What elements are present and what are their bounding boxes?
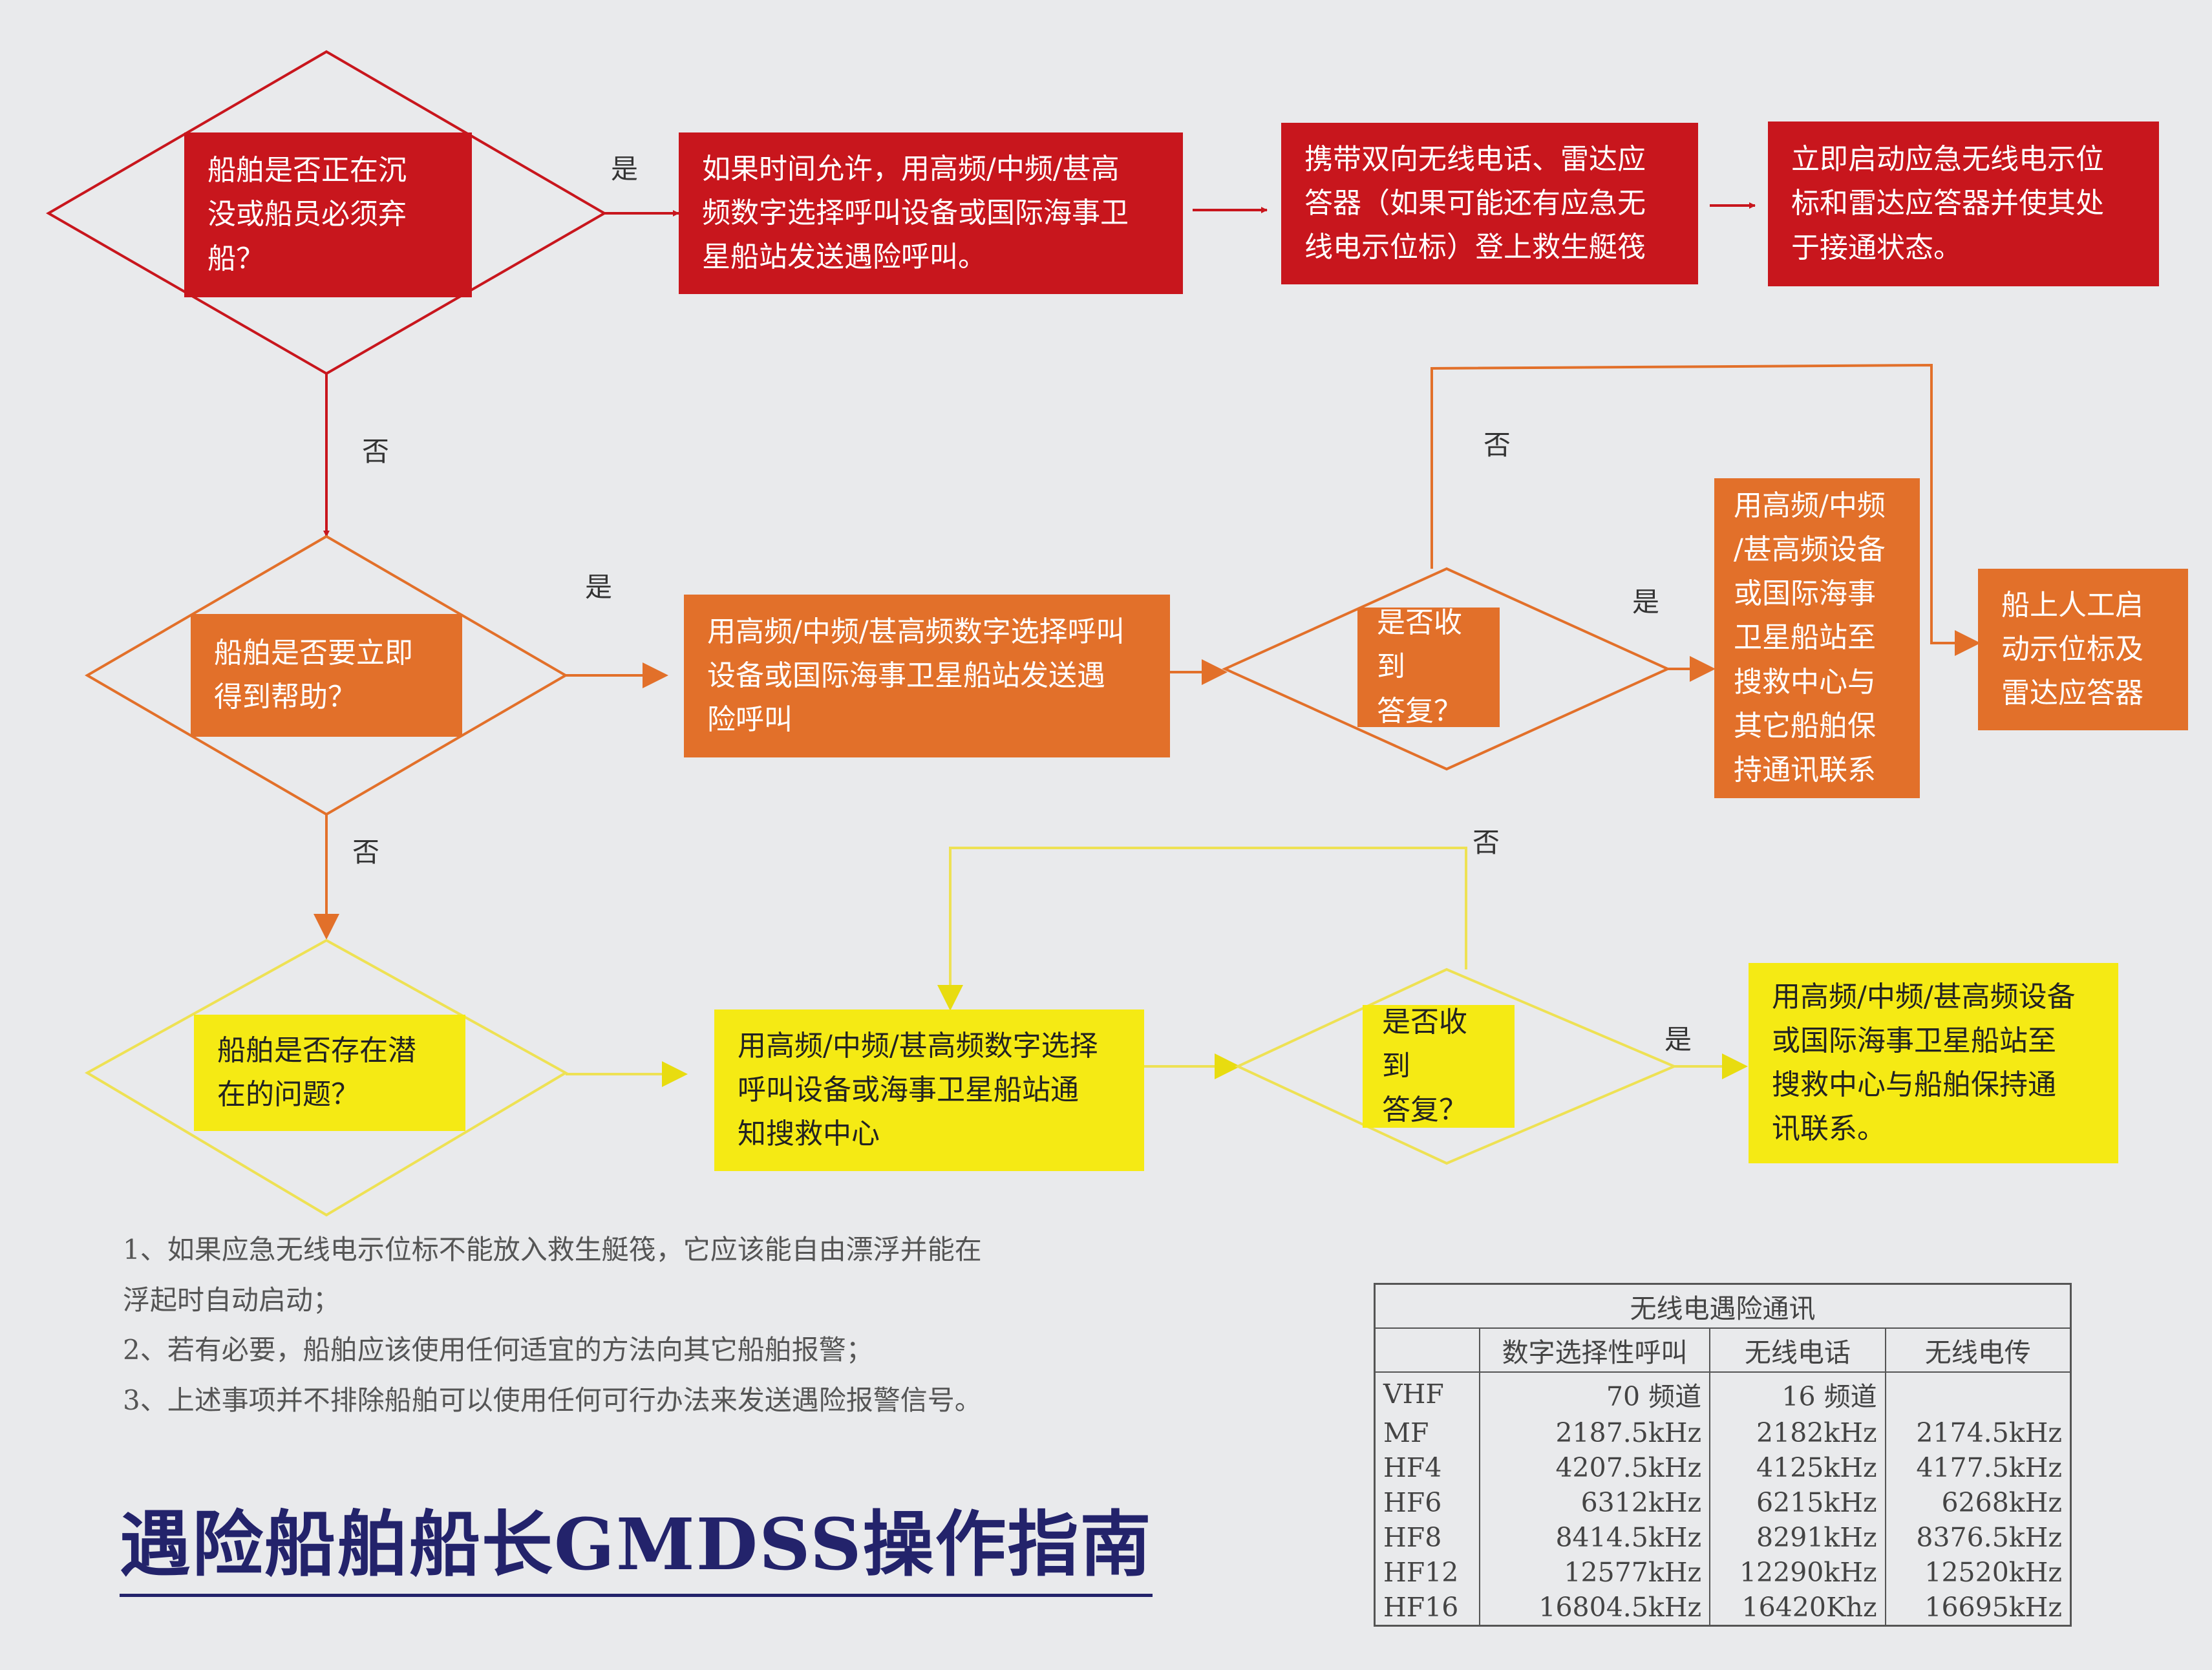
table-cell: 4125kHz bbox=[1710, 1450, 1886, 1485]
row1-no-label: 否 bbox=[362, 436, 390, 467]
step-text-row2-distress-call: 用高频/中频/甚高频数字选择呼叫 设备或国际海事卫星船站发送遇 险呼叫 bbox=[707, 615, 1125, 737]
reply-box-row3: 是否收到 答复？ bbox=[1363, 1005, 1515, 1128]
table-cell: 16 频道 bbox=[1710, 1372, 1886, 1415]
decision-box-help: 船舶是否要立即 得到帮助？ bbox=[191, 614, 462, 737]
table-cell: 6215kHz bbox=[1710, 1485, 1886, 1520]
step-box-board-liferaft: 携带双向无线电话、雷达应 答器（如果可能还有应急无 线电示位标）登上救生艇筏 bbox=[1281, 123, 1698, 284]
table-caption: 无线电遇险通讯 bbox=[1374, 1284, 2071, 1329]
table-cell: HF8 bbox=[1374, 1520, 1481, 1555]
table-row: HF8 8414.5kHz 8291kHz 8376.5kHz bbox=[1374, 1520, 2071, 1555]
table-cell: 70 频道 bbox=[1480, 1372, 1711, 1415]
step-text-board-liferaft: 携带双向无线电话、雷达应 答器（如果可能还有应急无 线电示位标）登上救生艇筏 bbox=[1304, 142, 1646, 264]
row2-reply-no-label: 否 bbox=[1484, 429, 1511, 461]
step-text-row3-maintain-comms: 用高频/中频/甚高频设备 或国际海事卫星船站至 搜救中心与船舶保持通 讯联系。 bbox=[1772, 980, 2076, 1146]
table-cell: 12290kHz bbox=[1710, 1555, 1886, 1590]
table-cell: 12520kHz bbox=[1924, 1557, 2062, 1588]
table-cell: MF bbox=[1374, 1415, 1481, 1450]
step-box-row2-maintain-comms: 用高频/中频 /甚高频设备 或国际海事 卫星船站至 搜救中心与 其它船舶保 持通… bbox=[1714, 478, 1920, 798]
table-cell: 12577kHz bbox=[1480, 1555, 1711, 1590]
table-row: HF4 4207.5kHz 4125kHz 4177.5kHz bbox=[1374, 1450, 2071, 1485]
table-cell: 8376.5kHz bbox=[1916, 1522, 2062, 1553]
page-title: 遇险船舶船长GMDSS操作指南 bbox=[120, 1486, 1153, 1597]
table-cell: 16804.5kHz bbox=[1480, 1590, 1711, 1626]
table-row: HF12 12577kHz 12290kHz 12520kHz bbox=[1374, 1555, 2071, 1590]
table-cell: 6312kHz bbox=[1480, 1485, 1711, 1520]
step-box-manual-activate: 船上人工启 动示位标及 雷达应答器 bbox=[1978, 569, 2188, 730]
step-box-activate-epirb: 立即启动应急无线电示位 标和雷达应答器并使其处 于接通状态。 bbox=[1768, 122, 2159, 286]
table-header-band bbox=[1374, 1328, 1481, 1373]
step-box-row3-maintain-comms: 用高频/中频/甚高频设备 或国际海事卫星船站至 搜救中心与船舶保持通 讯联系。 bbox=[1749, 963, 2118, 1163]
decision-diamond-reply-row3 bbox=[1235, 967, 1678, 1165]
step-text-manual-activate: 船上人工启 动示位标及 雷达应答器 bbox=[2001, 588, 2143, 710]
table-caption-row: 无线电遇险通讯 bbox=[1374, 1284, 2071, 1329]
step-text-row2-maintain-comms: 用高频/中频 /甚高频设备 或国际海事 卫星船站至 搜救中心与 其它船舶保 持通… bbox=[1734, 489, 1886, 787]
decision-diamond-potential bbox=[84, 938, 569, 1217]
decision-box-sinking: 船舶是否正在沉 没或船员必须弃 船？ bbox=[184, 132, 472, 297]
row1-yes-label: 是 bbox=[611, 153, 639, 185]
decision-box-potential: 船舶是否存在潜 在的问题？ bbox=[194, 1015, 465, 1131]
table-cell: 2182kHz bbox=[1710, 1415, 1886, 1450]
notes-list: 1、如果应急无线电示位标不能放入救生艇筏，它应该能自由漂浮并能在 浮起时自动启动… bbox=[123, 1225, 982, 1426]
table-cell: HF12 bbox=[1374, 1555, 1481, 1590]
row3-reply-yes-label: 是 bbox=[1664, 1024, 1692, 1055]
table-row: HF6 6312kHz 6215kHz 6268kHz bbox=[1374, 1485, 2071, 1520]
step-box-row2-distress-call: 用高频/中频/甚高频数字选择呼叫 设备或国际海事卫星船站发送遇 险呼叫 bbox=[684, 595, 1170, 757]
table-cell bbox=[1886, 1372, 2071, 1415]
arrow-row2-reply-no bbox=[1430, 363, 1981, 656]
row2-reply-yes-label: 是 bbox=[1632, 586, 1660, 618]
table-row: MF 2187.5kHz 2182kHz 2174.5kHz bbox=[1374, 1415, 2071, 1450]
arrow-row3-reply-no bbox=[937, 847, 1467, 1011]
table-cell: HF16 bbox=[1374, 1590, 1481, 1626]
step-box-distress-call: 如果时间允许，用高频/中频/甚高 频数字选择呼叫设备或国际海事卫 星船站发送遇险… bbox=[679, 132, 1183, 294]
table-row: HF16 16804.5kHz 16420Khz 16695kHz bbox=[1374, 1590, 2071, 1626]
table-header-telex: 无线电传 bbox=[1885, 1328, 2071, 1373]
table-header-radiotelephone: 无线电话 bbox=[1710, 1328, 1886, 1373]
decision-text-sinking: 船舶是否正在沉 没或船员必须弃 船？ bbox=[207, 154, 407, 275]
row2-yes-label: 是 bbox=[585, 571, 613, 603]
table-cell: 8414.5kHz bbox=[1480, 1520, 1711, 1555]
step-text-distress-call: 如果时间允许，用高频/中频/甚高 频数字选择呼叫设备或国际海事卫 星船站发送遇险… bbox=[702, 152, 1129, 274]
table-cell: HF6 bbox=[1374, 1485, 1481, 1520]
step-text-activate-epirb: 立即启动应急无线电示位 标和雷达应答器并使其处 于接通状态。 bbox=[1791, 143, 2104, 264]
reply-box-row2: 是否收到 答复？ bbox=[1357, 606, 1500, 728]
table-cell: 16420Khz bbox=[1710, 1590, 1886, 1626]
table-cell: HF4 bbox=[1374, 1450, 1481, 1485]
table-cell: 16695kHz bbox=[1924, 1592, 2062, 1623]
reply-text-row3: 是否收到 答复？ bbox=[1382, 1005, 1467, 1127]
reply-text-row2: 是否收到 答复？ bbox=[1377, 606, 1462, 728]
note-2: 2、若有必要，船舶应该使用任何适宜的方法向其它船舶报警； bbox=[123, 1334, 873, 1366]
table-cell: VHF bbox=[1374, 1372, 1481, 1415]
decision-text-potential: 船舶是否存在潜 在的问题？ bbox=[217, 1033, 416, 1111]
table-row: VHF 70 频道 16 频道 bbox=[1374, 1372, 2071, 1415]
table-cell: 4177.5kHz bbox=[1916, 1452, 2062, 1483]
note-3: 3、上述事项并不排除船舶可以使用任何可行办法来发送遇险报警信号。 bbox=[123, 1384, 982, 1417]
table-cell: 2174.5kHz bbox=[1916, 1417, 2062, 1448]
distress-frequency-table: 无线电遇险通讯 数字选择性呼叫 无线电话 无线电传 VHF 70 频道 16 频… bbox=[1374, 1283, 2072, 1627]
decision-text-help: 船舶是否要立即 得到帮助？ bbox=[214, 636, 413, 713]
table-header-dsc: 数字选择性呼叫 bbox=[1480, 1328, 1711, 1373]
note-1: 1、如果应急无线电示位标不能放入救生艇筏，它应该能自由漂浮并能在 浮起时自动启动… bbox=[123, 1234, 982, 1316]
row2-no-label: 否 bbox=[352, 836, 380, 868]
decision-diamond-reply-row2 bbox=[1222, 567, 1671, 771]
table-cell: 4207.5kHz bbox=[1480, 1450, 1711, 1485]
table-cell: 6268kHz bbox=[1941, 1487, 2062, 1518]
row3-reply-no-label: 否 bbox=[1473, 827, 1500, 858]
table-cell: 8291kHz bbox=[1710, 1520, 1886, 1555]
step-box-notify-rcc: 用高频/中频/甚高频数字选择 呼叫设备或海事卫星船站通 知搜救中心 bbox=[714, 1009, 1144, 1171]
table-cell: 2187.5kHz bbox=[1480, 1415, 1711, 1450]
table-header-row: 数字选择性呼叫 无线电话 无线电传 bbox=[1374, 1328, 2071, 1373]
step-text-notify-rcc: 用高频/中频/甚高频数字选择 呼叫设备或海事卫星船站通 知搜救中心 bbox=[738, 1029, 1098, 1151]
